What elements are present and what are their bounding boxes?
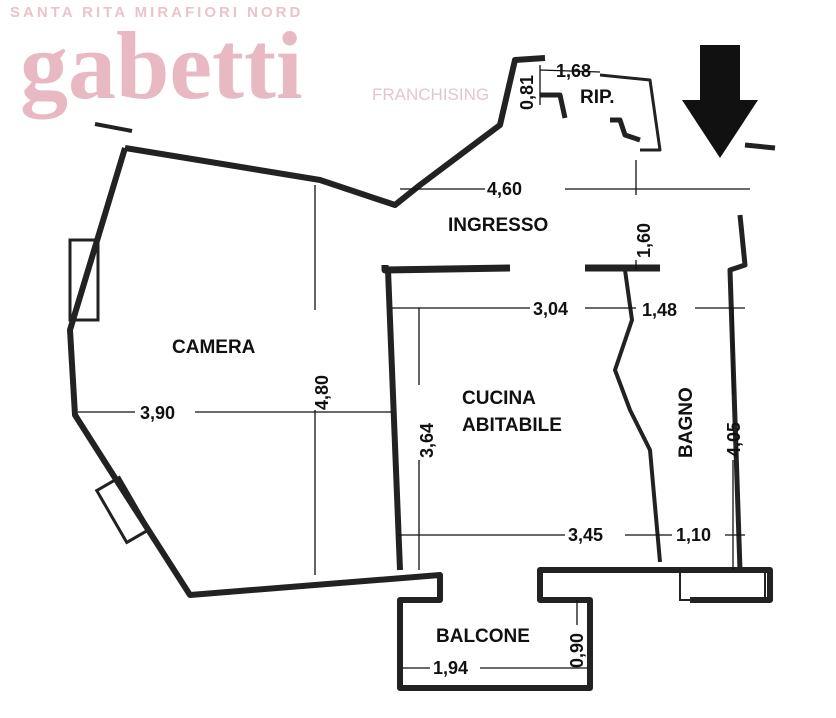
room-bagno: BAGNO bbox=[676, 387, 697, 458]
room-balcone: BALCONE bbox=[436, 626, 530, 647]
watermark-agency: SANTA RITA MIRAFIORI NORD bbox=[10, 4, 303, 21]
dim-cucina-top: 3,04 bbox=[533, 299, 568, 319]
dim-bagno-h: 4,05 bbox=[724, 422, 744, 457]
dim-ingresso-w: 4,60 bbox=[487, 179, 522, 199]
watermark: SANTA RITA MIRAFIORI NORD gabetti FRANCH… bbox=[10, 4, 489, 119]
dim-bagno-bottom: 1,10 bbox=[676, 525, 711, 545]
walls bbox=[67, 55, 776, 691]
room-ingresso: INGRESSO bbox=[448, 215, 548, 236]
dim-rip-h: 0,81 bbox=[517, 75, 537, 110]
dim-rip-w: 1,68 bbox=[556, 61, 591, 81]
room-cucina-line2: ABITABILE bbox=[462, 415, 562, 436]
room-cucina-line1: CUCINA bbox=[462, 388, 536, 409]
dim-balcone-h: 0,90 bbox=[567, 633, 587, 668]
arrow-down-icon bbox=[682, 45, 758, 158]
room-camera: CAMERA bbox=[172, 337, 256, 358]
dim-cucina-h: 3,64 bbox=[417, 423, 437, 458]
watermark-brand: gabetti bbox=[20, 12, 303, 119]
dim-camera-h: 4,80 bbox=[312, 375, 332, 410]
dim-cucina-bottom: 3,45 bbox=[568, 525, 603, 545]
dim-bagno-top: 1,48 bbox=[642, 300, 677, 320]
watermark-sub: FRANCHISING bbox=[372, 85, 489, 104]
dimension-lines bbox=[78, 65, 750, 669]
room-ripostiglio: RIP. bbox=[580, 87, 615, 108]
dim-ingresso-h: 1,60 bbox=[634, 223, 654, 258]
dim-balcone-w: 1,94 bbox=[433, 658, 468, 678]
dim-camera-w: 3,90 bbox=[140, 403, 175, 423]
